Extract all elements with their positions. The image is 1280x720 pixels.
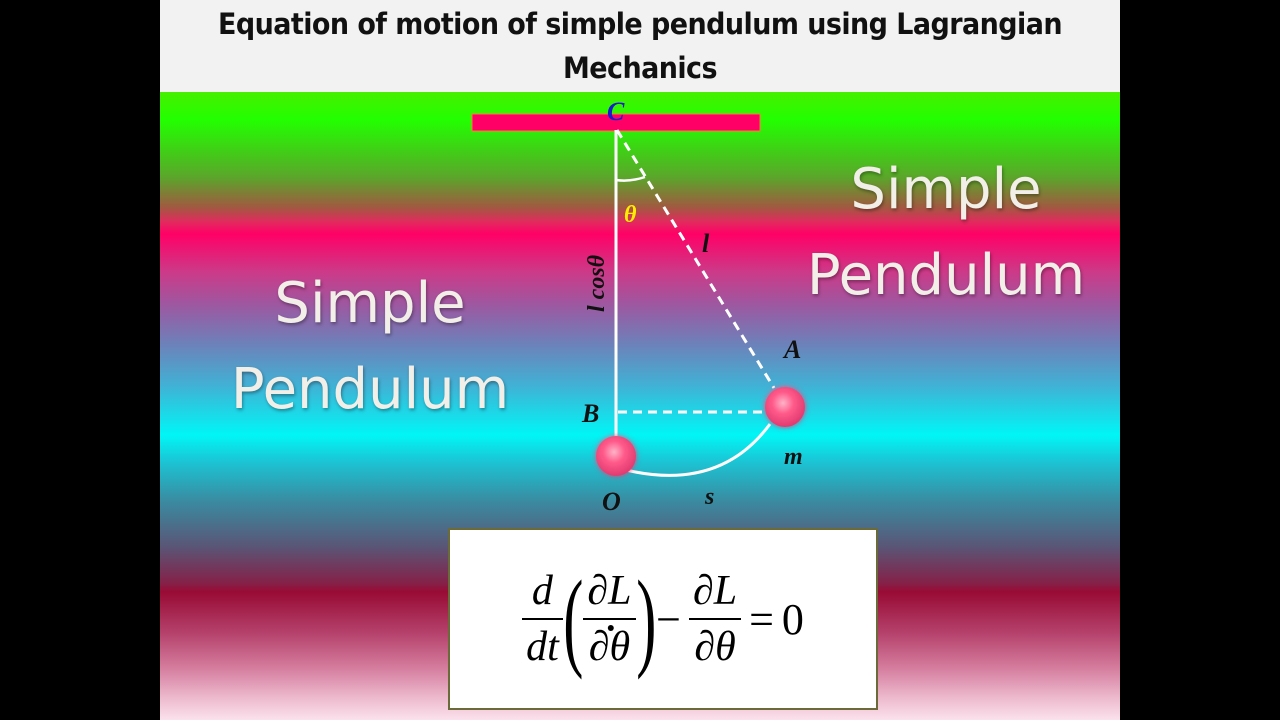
equals-sign: = (749, 594, 774, 644)
partial-l-theta-dot-fraction: ∂L ∂θ (583, 567, 636, 671)
left-paren: ( (562, 558, 584, 680)
label-l-cos-theta: l cosθ (584, 254, 610, 312)
numerator-d: d (531, 568, 553, 614)
left-caption-line-2: Pendulum (230, 357, 510, 422)
right-paren: ) (635, 558, 656, 680)
denominator-dt: dt (526, 624, 559, 670)
label-pivot-c: C (607, 97, 625, 126)
slide-title-line-2: Mechanics (562, 51, 718, 85)
label-mass-m: m (784, 444, 803, 470)
equation-box: d dt ( ∂L ∂θ ) − ∂L ∂θ = 0 (448, 528, 878, 710)
right-caption: Simple Pendulum (776, 147, 1116, 319)
label-point-a: A (782, 335, 801, 364)
minus-sign: − (656, 594, 681, 644)
zero-rhs: 0 (781, 594, 804, 644)
euler-lagrange-equation: d dt ( ∂L ∂θ ) − ∂L ∂θ = 0 (450, 530, 876, 708)
right-caption-line-1: Simple (850, 157, 1042, 222)
gradient-canvas: Simple Pendulum Simple Pendulum (160, 92, 1120, 720)
bob-rest (596, 436, 636, 476)
fraction-bar (583, 618, 636, 620)
fraction-bar (522, 618, 563, 620)
partial-l-theta-fraction: ∂L ∂θ (688, 567, 742, 671)
label-length-l: l (702, 229, 710, 258)
swing-arc (625, 423, 772, 477)
slide-title: Equation of motion of simple pendulum us… (194, 2, 1087, 90)
slide-title-line-1: Equation of motion of simple pendulum us… (217, 7, 1063, 41)
slide: Equation of motion of simple pendulum us… (160, 0, 1120, 720)
denominator-partial-theta: ∂θ (694, 624, 736, 670)
right-caption-line-2: Pendulum (806, 243, 1086, 308)
label-angle-theta: θ (624, 202, 637, 228)
time-derivative-fraction: d dt (522, 567, 563, 671)
label-point-b: B (581, 399, 599, 428)
label-arc-s: s (704, 484, 714, 510)
numerator-partial-l: ∂L (692, 568, 738, 614)
pendulum-diagram: C θ l l cosθ A B O m s (471, 97, 805, 516)
left-caption-line-1: Simple (274, 271, 466, 336)
fraction-bar (688, 618, 742, 620)
left-caption: Simple Pendulum (190, 261, 550, 433)
angle-arc (615, 175, 646, 182)
label-point-o: O (602, 487, 621, 516)
bob-displaced (765, 387, 805, 427)
denominator-partial-theta-dot: ∂θ (585, 623, 634, 671)
numerator-partial-l: ∂L (587, 568, 632, 614)
displaced-string (615, 129, 776, 389)
